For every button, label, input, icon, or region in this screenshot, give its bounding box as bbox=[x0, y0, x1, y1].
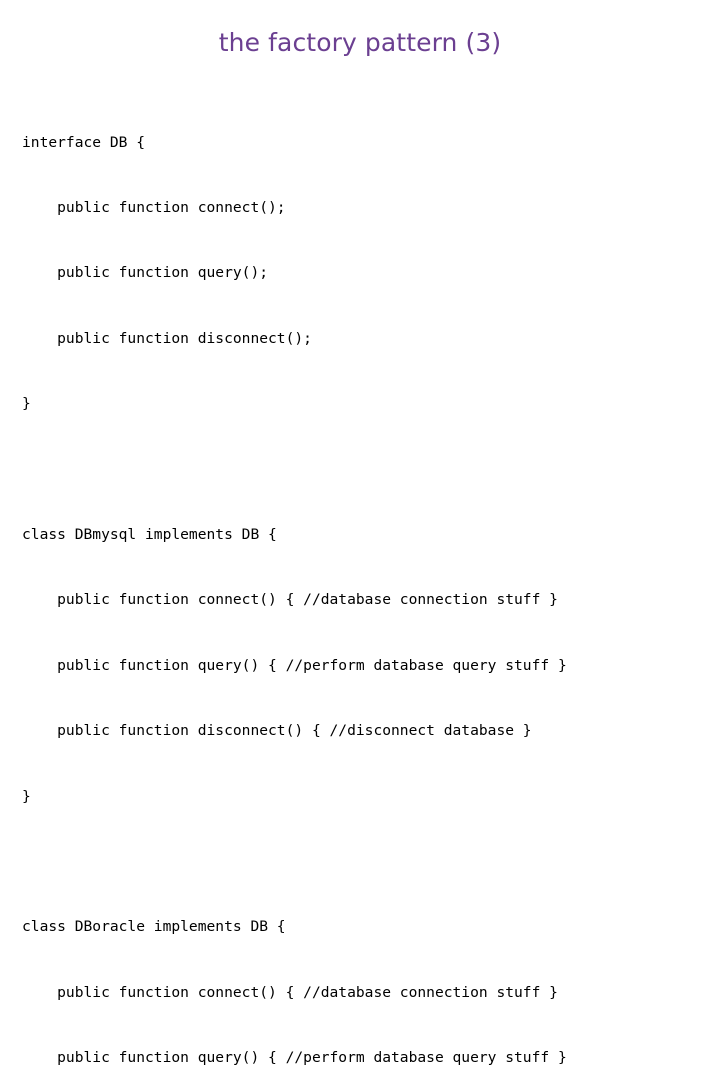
code-line: } bbox=[22, 787, 31, 805]
code-line: public function connect() { //database c… bbox=[22, 591, 558, 609]
code-block-interface-db: interface DB { public function connect()… bbox=[22, 88, 712, 459]
code-line: public function disconnect(); bbox=[22, 329, 312, 347]
code-block-class-dbmysql: class DBmysql implements DB { public fun… bbox=[22, 480, 712, 851]
page-title: the factory pattern (3) bbox=[218, 28, 502, 57]
code-line: public function query() { //perform data… bbox=[22, 1049, 567, 1067]
code-line: public function connect(); bbox=[22, 198, 286, 216]
code-line: public function query(); bbox=[22, 264, 269, 282]
code-block-separator bbox=[22, 459, 712, 481]
code-content-area: interface DB { public function connect()… bbox=[22, 88, 712, 1080]
slide: the factory pattern (3) interface DB { p… bbox=[22, 28, 567, 1067]
code-line: public function query() { //perform data… bbox=[22, 656, 567, 674]
code-line: public function disconnect() { //disconn… bbox=[22, 722, 532, 740]
code-line: class DBoracle implements DB { bbox=[22, 918, 286, 936]
code-line: interface DB { bbox=[22, 133, 146, 151]
code-line: } bbox=[22, 395, 31, 413]
code-line: class DBmysql implements DB { bbox=[22, 525, 277, 543]
code-block-class-dboracle: class DBoracle implements DB { public fu… bbox=[22, 873, 712, 1080]
code-line: public function connect() { //database c… bbox=[22, 983, 558, 1001]
code-block-separator bbox=[22, 851, 712, 873]
